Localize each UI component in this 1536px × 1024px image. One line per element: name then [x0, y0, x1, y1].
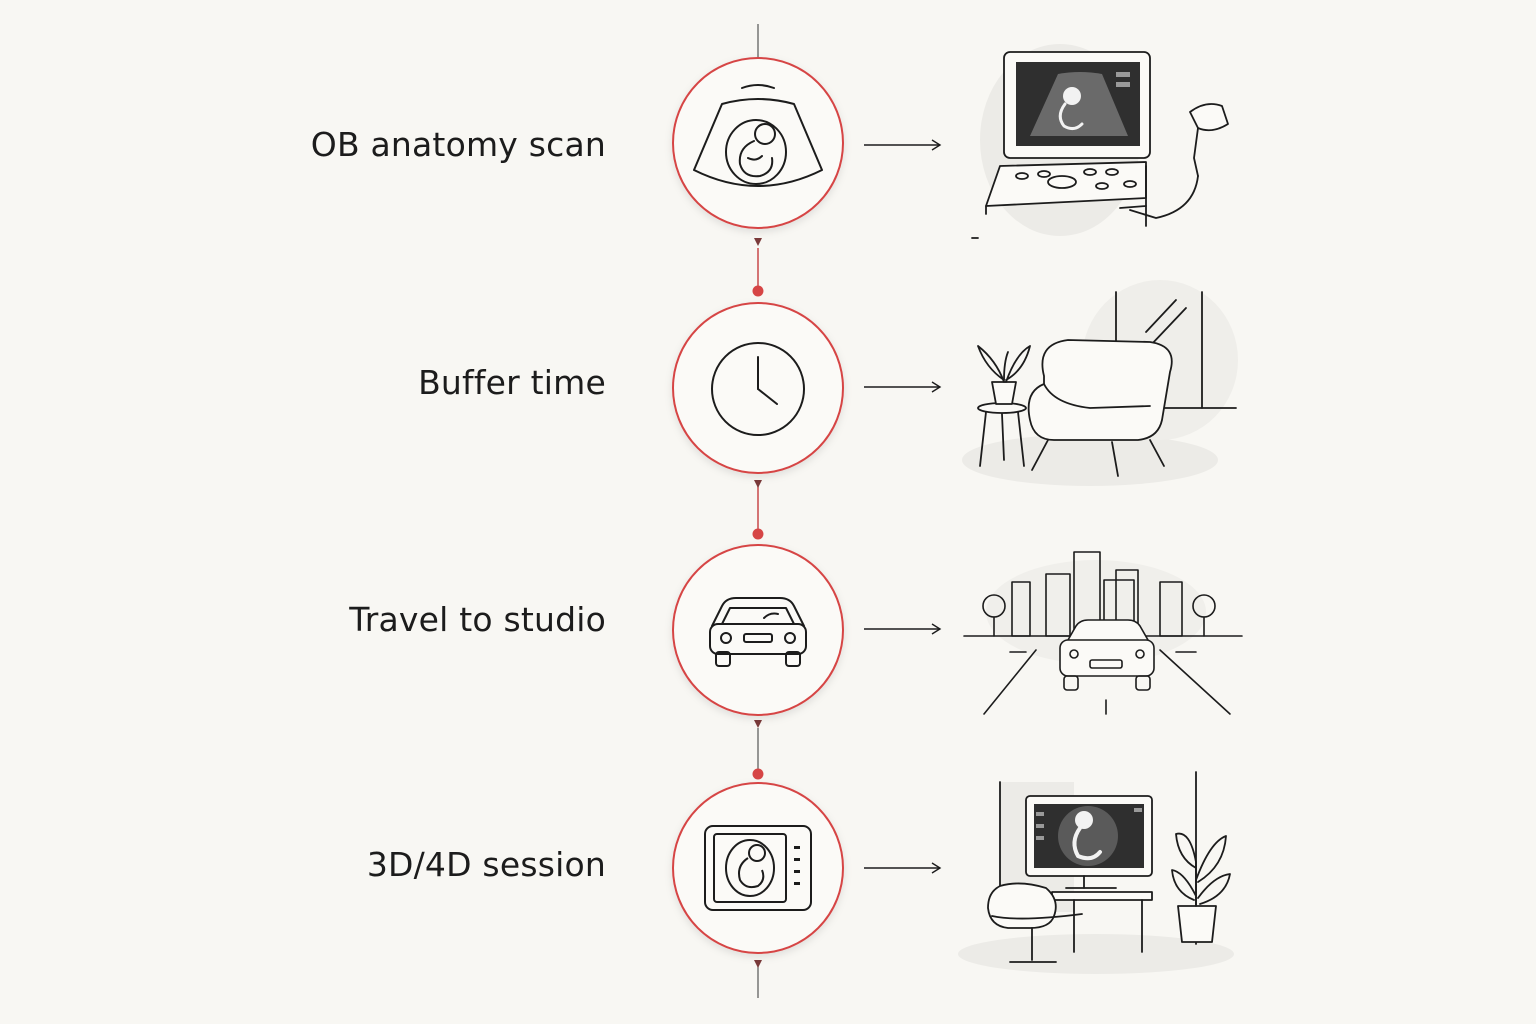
timeline-dot [752, 285, 764, 297]
arrow-icon [864, 623, 942, 635]
city-road-illustration [963, 551, 1243, 715]
step-label-3d4d-session: 3D/4D session [366, 845, 606, 884]
studio-screen-illustration [958, 771, 1234, 974]
car-icon [709, 597, 807, 667]
step-label-travel-to-studio: Travel to studio [349, 600, 606, 639]
step-circle [672, 544, 844, 716]
timeline-dot [752, 768, 764, 780]
timeline-connector [752, 24, 764, 998]
step-circle [672, 57, 844, 229]
waiting-lounge-illustration [962, 280, 1238, 486]
timeline-dot [752, 528, 764, 540]
arrow-icon [864, 862, 942, 874]
step-label-ob-anatomy-scan: OB anatomy scan [310, 125, 606, 164]
arrow-icon [864, 139, 942, 151]
monitor-fetus-icon [704, 825, 812, 911]
clock-icon [711, 342, 805, 436]
step-circle [672, 782, 844, 954]
ultrasound-machine-illustration [971, 44, 1229, 239]
ultrasound-fetus-icon [693, 84, 823, 187]
step-label-buffer-time: Buffer time [418, 363, 606, 402]
arrow-icon [864, 381, 942, 393]
